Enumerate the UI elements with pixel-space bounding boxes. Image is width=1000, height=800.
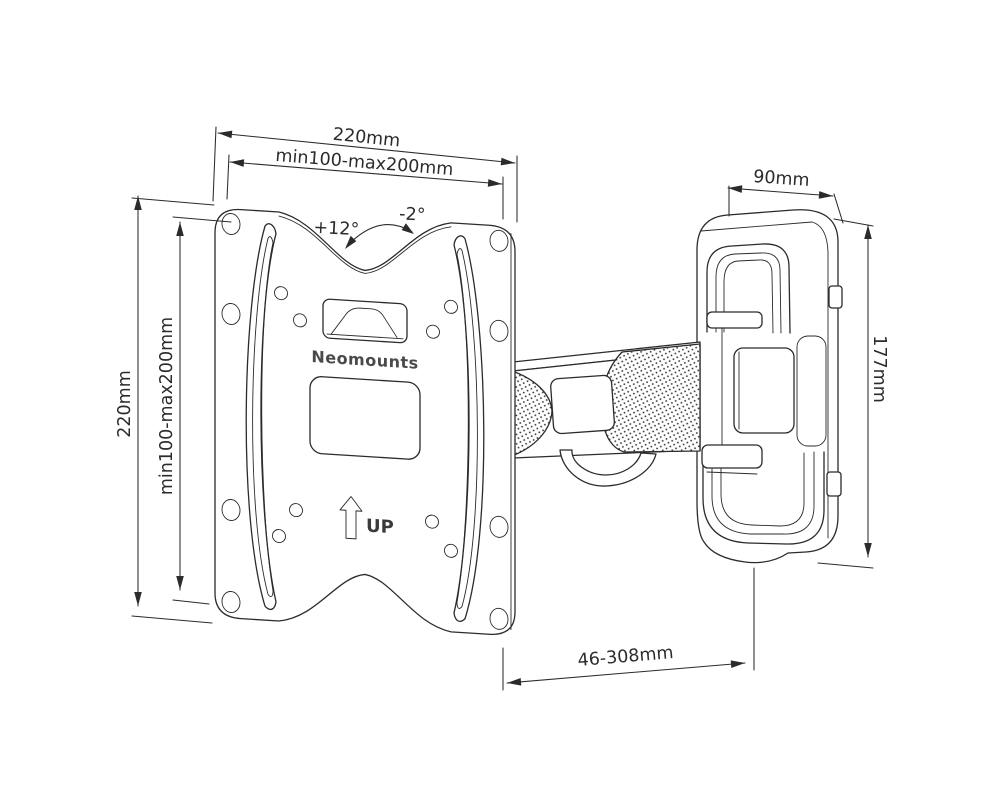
swivel-arm bbox=[511, 341, 701, 487]
bracket-depth-top bbox=[700, 221, 813, 232]
vesa-plate: Neomounts UP bbox=[214, 208, 516, 635]
bracket-top-hood bbox=[706, 243, 791, 334]
plate-height-range-label: min100-max200mm bbox=[157, 317, 177, 495]
hinge-top-tab bbox=[706, 311, 763, 329]
bracket-clip-bottom bbox=[826, 471, 842, 497]
plate-top-edge-thickness bbox=[278, 215, 452, 274]
plate-outline bbox=[214, 208, 516, 635]
dim-bracket-width: 90mm bbox=[727, 167, 844, 224]
hinge-plate bbox=[733, 347, 795, 434]
up-label: UP bbox=[366, 516, 394, 539]
tilt-arrowhead-right bbox=[401, 223, 414, 234]
wall-bracket bbox=[696, 209, 843, 564]
bracket-clip-top bbox=[828, 285, 843, 309]
up-arrow-icon bbox=[339, 496, 363, 540]
dimension-annotations: 220mm min100-max200mm 220mm min100-max20… bbox=[115, 125, 889, 691]
arm-extension-label: 46-308mm bbox=[577, 643, 674, 671]
tilt-up-label: +12° bbox=[313, 218, 360, 240]
arm-label-plate bbox=[550, 374, 615, 435]
plate-width-range-label: min100-max200mm bbox=[275, 146, 454, 180]
dim-plate-height: 220mm bbox=[115, 195, 215, 624]
dim-plate-height-range: min100-max200mm bbox=[157, 216, 232, 605]
bracket-depth-corner bbox=[811, 221, 829, 253]
dim-plate-width-range: min100-max200mm bbox=[226, 146, 504, 220]
cable-hook bbox=[559, 449, 657, 487]
bracket-height-label: 177mm bbox=[869, 335, 889, 403]
plate-top-cutout bbox=[322, 298, 408, 344]
bracket-mid-cover bbox=[796, 335, 827, 447]
plate-adjustment-slots bbox=[245, 223, 485, 622]
tilt-annotation: +12° -2° bbox=[313, 204, 426, 249]
bracket-width-label: 90mm bbox=[753, 167, 811, 191]
arm-knurl-right bbox=[600, 343, 701, 453]
plate-center-cutout bbox=[309, 376, 421, 460]
tilt-arrowhead-left bbox=[345, 235, 357, 249]
bracket-bottom-hood bbox=[702, 447, 825, 545]
plate-height-label: 220mm bbox=[115, 370, 135, 438]
hinge-bottom-tab bbox=[701, 444, 763, 469]
tilt-down-label: -2° bbox=[399, 204, 426, 225]
plate-width-label: 220mm bbox=[332, 125, 401, 152]
dim-bracket-height: 177mm bbox=[817, 218, 889, 569]
plate-corner-holes bbox=[221, 213, 509, 630]
plate-vesa-holes bbox=[272, 286, 458, 558]
dim-arm-extension: 46-308mm bbox=[502, 567, 755, 691]
hinge-bottom-tab-edge bbox=[706, 471, 758, 475]
